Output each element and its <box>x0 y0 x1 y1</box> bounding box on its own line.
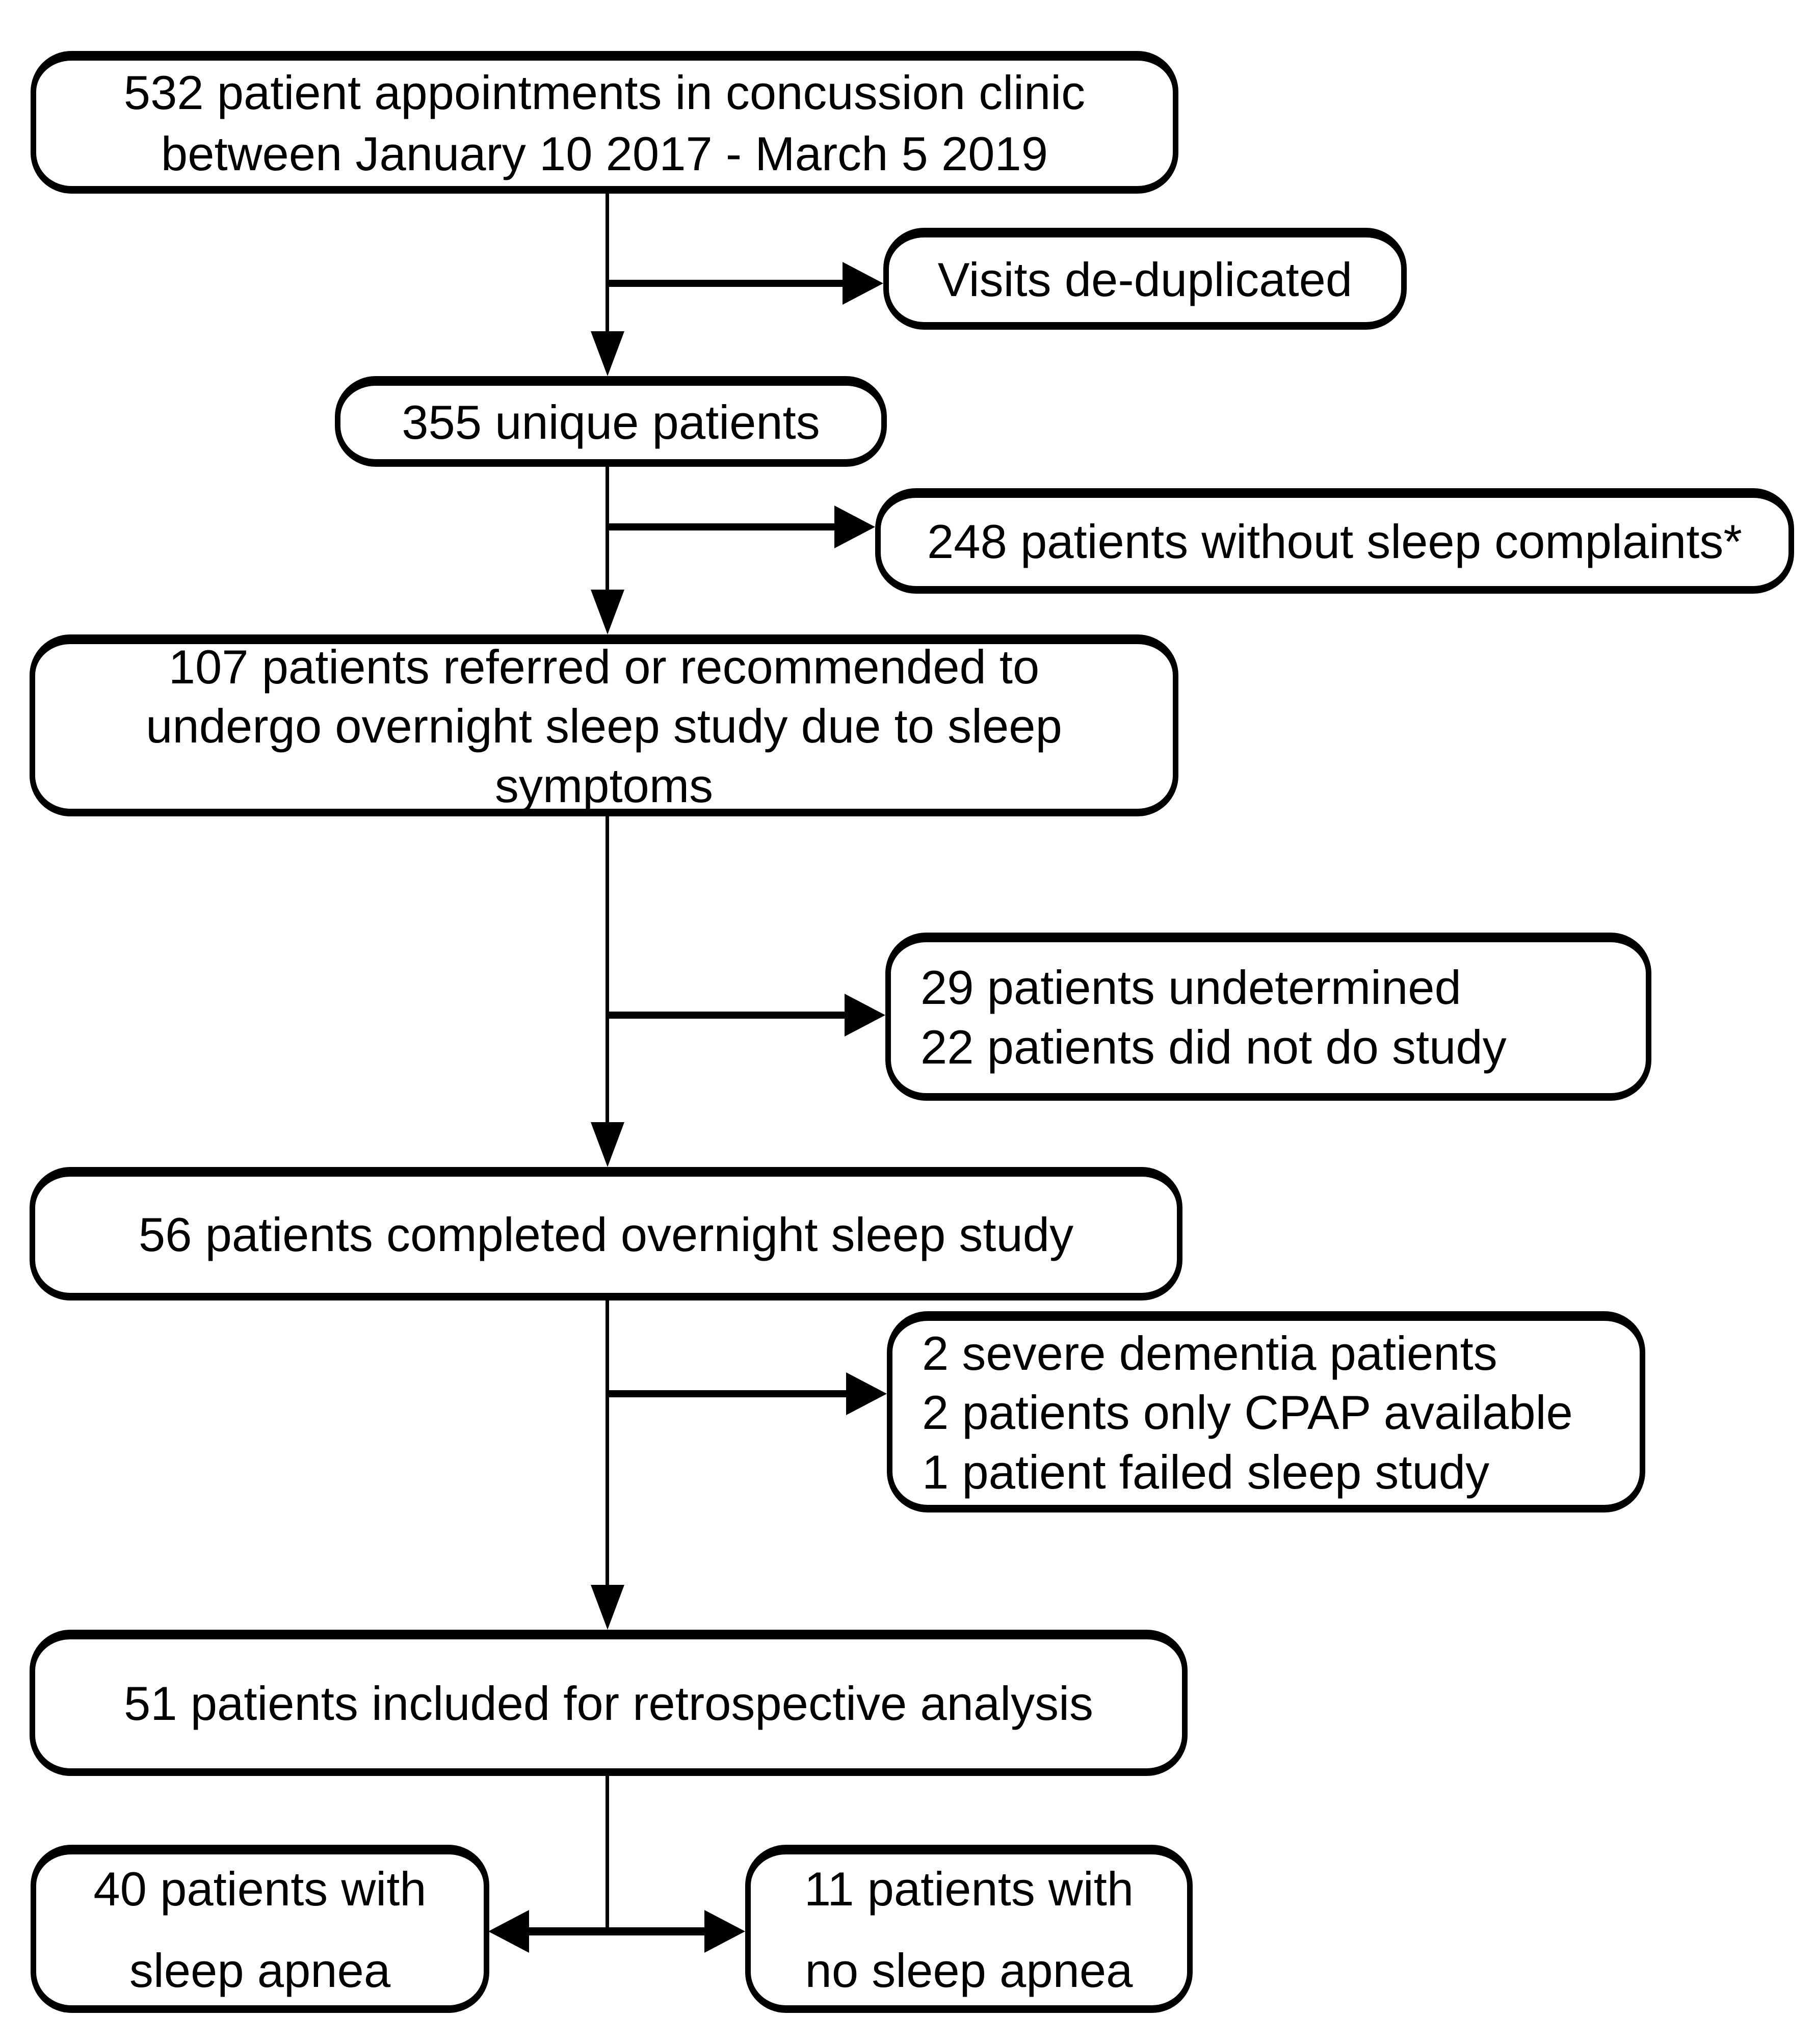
node-no-sleep-complaints-line1: 248 patients without sleep complaints* <box>927 515 1742 569</box>
node-no-sleep-apnea-line1: 11 patients with <box>804 1862 1134 1916</box>
node-included-line1: 51 patients included for retrospective a… <box>124 1677 1093 1731</box>
arrowhead-right-to-excluded-icon <box>846 1372 887 1415</box>
node-appointments-line2: between January 10 2017 - March 5 2019 <box>161 127 1048 180</box>
node-excluded-line3: 1 patient failed sleep study <box>922 1445 1490 1499</box>
node-referred-sleep-study: 107 patients referred or recommended to … <box>30 634 1178 816</box>
node-sleep-apnea: 40 patients with sleep apnea <box>31 1845 489 2013</box>
node-sleep-apnea-line1: 40 patients with <box>93 1862 427 1916</box>
connector-appointments-to-unique <box>606 194 609 331</box>
node-excluded-line2: 2 patients only CPAP available <box>922 1386 1573 1440</box>
arrowhead-down-to-completed-icon <box>591 1122 624 1167</box>
branch-to-undetermined <box>608 1012 845 1019</box>
branch-to-excluded <box>608 1390 846 1397</box>
node-referred-line2: undergo overnight sleep study due to sle… <box>146 699 1062 753</box>
node-excluded-patients: 2 severe dementia patients 2 patients on… <box>887 1311 1645 1512</box>
node-visits-deduplicated-line1: Visits de-duplicated <box>937 252 1353 306</box>
node-no-sleep-apnea-line2: no sleep apnea <box>805 1944 1133 1997</box>
node-sleep-apnea-line2: sleep apnea <box>129 1944 391 1997</box>
node-undetermined-or-no-study: 29 patients undetermined 22 patients did… <box>885 933 1651 1101</box>
node-unique-patients-line1: 355 unique patients <box>402 395 820 449</box>
branch-to-no-complaints <box>608 523 834 530</box>
node-no-sleep-complaints: 248 patients without sleep complaints* <box>875 488 1794 594</box>
node-undetermined-line2: 22 patients did not do study <box>920 1020 1507 1074</box>
arrowhead-right-to-no-complaints-icon <box>834 506 875 548</box>
connector-referred-to-completed <box>606 816 609 1122</box>
node-undetermined-line1: 29 patients undetermined <box>920 961 1461 1015</box>
node-no-sleep-apnea: 11 patients with no sleep apnea <box>745 1845 1193 2013</box>
arrowhead-right-to-undetermined-icon <box>845 994 885 1037</box>
arrowhead-left-to-sleep-apnea-icon <box>488 1910 529 1953</box>
node-visits-deduplicated: Visits de-duplicated <box>883 228 1407 330</box>
split-line-apnea-groups <box>529 1927 704 1935</box>
connector-included-to-split <box>606 1776 609 1935</box>
node-appointments: 532 patient appointments in concussion c… <box>31 51 1178 194</box>
arrowhead-right-to-no-sleep-apnea-icon <box>704 1910 745 1953</box>
node-unique-patients: 355 unique patients <box>335 376 887 467</box>
connector-completed-to-included <box>606 1300 609 1585</box>
node-referred-line1: 107 patients referred or recommended to <box>168 640 1040 694</box>
arrowhead-down-to-included-icon <box>591 1585 624 1630</box>
node-completed-line1: 56 patients completed overnight sleep st… <box>138 1207 1074 1261</box>
arrowhead-down-to-referred-icon <box>591 590 624 634</box>
node-excluded-line1: 2 severe dementia patients <box>922 1326 1497 1380</box>
connector-unique-to-referred <box>606 467 609 590</box>
arrowhead-right-to-deduplicated-icon <box>843 262 883 305</box>
node-referred-line3: symptoms <box>494 758 714 812</box>
node-appointments-line1: 532 patient appointments in concussion c… <box>123 65 1086 119</box>
node-completed-sleep-study: 56 patients completed overnight sleep st… <box>30 1167 1182 1300</box>
arrowhead-down-to-unique-icon <box>591 331 624 376</box>
branch-to-deduplicated <box>608 280 843 287</box>
node-retrospective-analysis: 51 patients included for retrospective a… <box>30 1630 1188 1776</box>
